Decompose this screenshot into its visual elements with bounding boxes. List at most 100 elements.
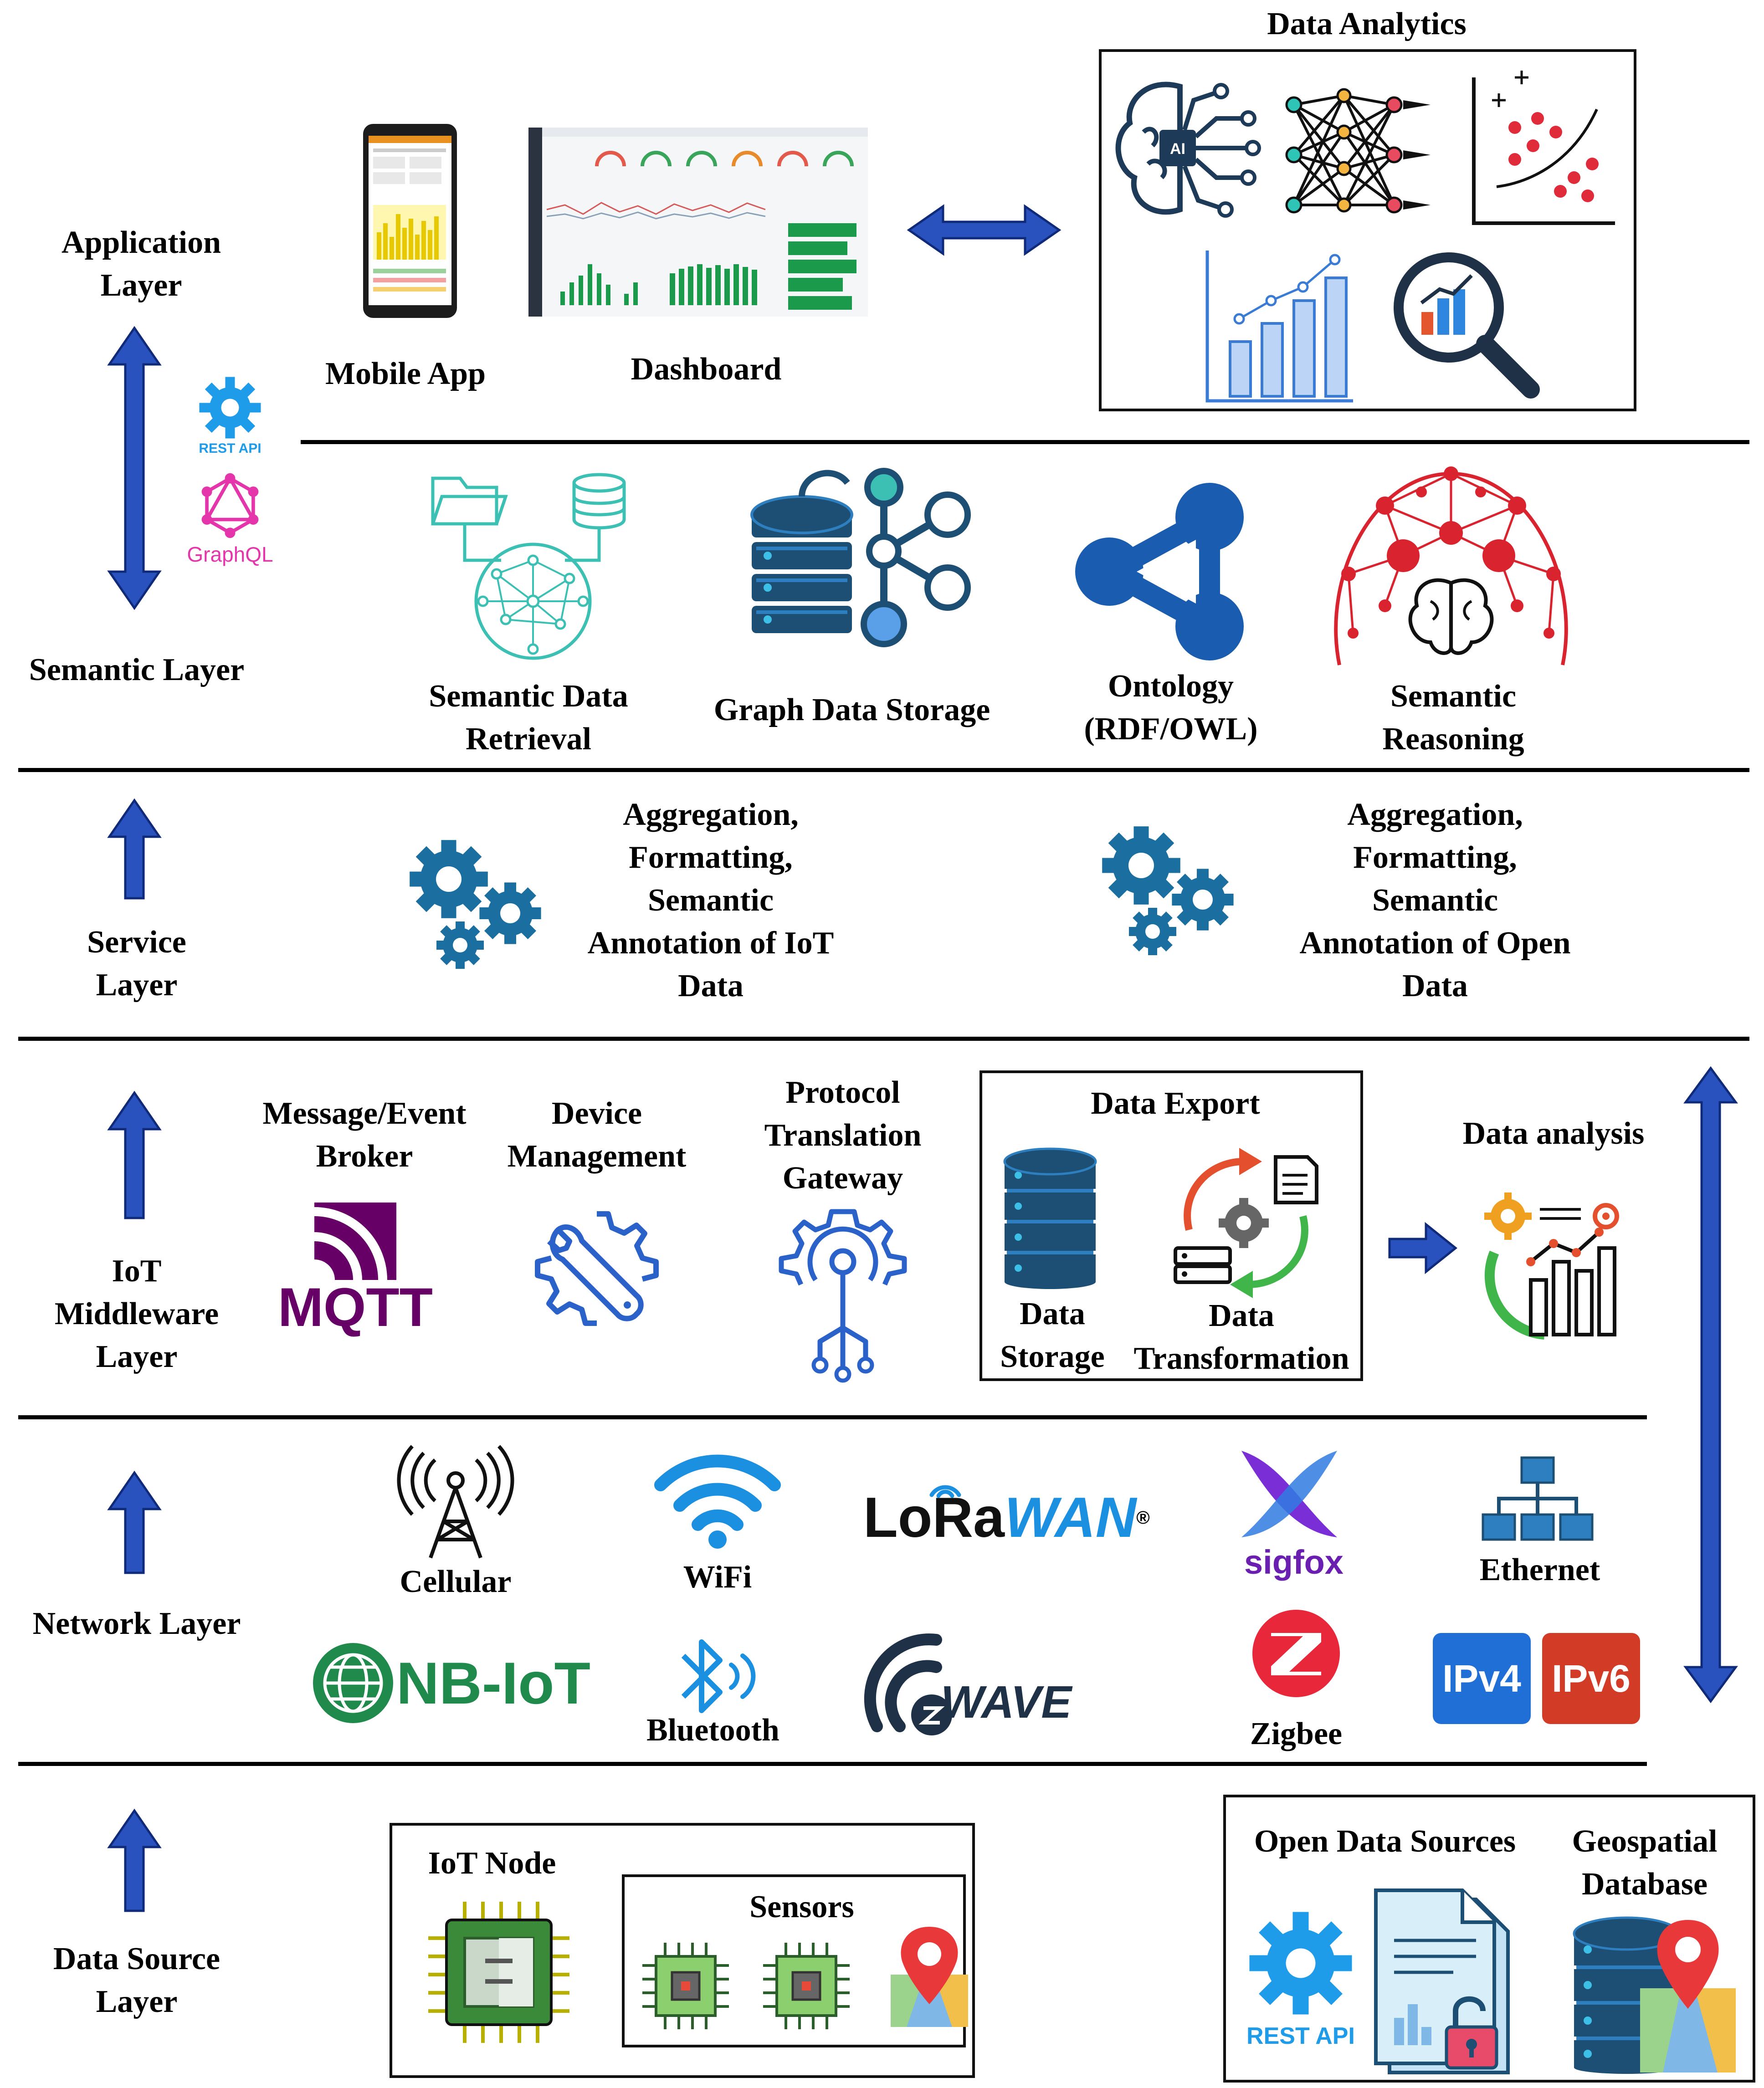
zigbee-logo-icon bbox=[1252, 1610, 1340, 1697]
up-arrow-network bbox=[107, 1470, 162, 1574]
lorawan-wan-text: WAN bbox=[1005, 1486, 1137, 1549]
data-transformation-label: Data Transformation bbox=[1133, 1298, 1349, 1376]
gps-location-icon bbox=[891, 1927, 968, 2027]
separator-middleware-network bbox=[18, 1415, 1647, 1419]
geospatial-label: Geospatial Database bbox=[1572, 1824, 1718, 1902]
data-source-layer-label: Data Source Layer bbox=[53, 1941, 220, 2019]
ai-brain-icon: AI bbox=[1115, 82, 1261, 218]
gears-open-data-icon bbox=[1102, 826, 1234, 955]
cellular-label: Cellular bbox=[400, 1564, 512, 1599]
up-arrow-service bbox=[107, 798, 162, 900]
dashboard-label: Dashboard bbox=[631, 352, 782, 387]
data-analytics-box bbox=[1099, 49, 1636, 411]
data-export-box bbox=[979, 1070, 1363, 1381]
data-storage-icon bbox=[1003, 1147, 1097, 1289]
mobile-app-label: Mobile App bbox=[325, 356, 486, 391]
ai-chip-label: AI bbox=[1170, 140, 1185, 158]
sigfox-label: sigfox bbox=[1244, 1543, 1344, 1581]
double-arrow-dashboard-analytics bbox=[907, 204, 1061, 256]
service-layer-label: Service Layer bbox=[87, 925, 186, 1003]
nbiot-label: NB-IoT bbox=[396, 1650, 590, 1716]
data-export-title: Data Export bbox=[1091, 1086, 1260, 1121]
iot-node-chip-icon bbox=[428, 1902, 569, 2043]
sensor-chip-icon bbox=[763, 1943, 850, 2029]
zwave-label: WAVE bbox=[941, 1677, 1072, 1728]
graph-data-storage-label: Graph Data Storage bbox=[713, 692, 990, 727]
lorawan-logo: LoRaWAN® bbox=[863, 1486, 1164, 1554]
nbiot-globe-icon bbox=[313, 1643, 393, 1723]
double-arrow-right-side bbox=[1683, 1066, 1738, 1704]
ipv6-label: IPv6 bbox=[1552, 1657, 1631, 1700]
ontology-label: Ontology (RDF/OWL) bbox=[1084, 669, 1258, 747]
ethernet-label: Ethernet bbox=[1479, 1552, 1600, 1587]
wifi-icon bbox=[654, 1454, 781, 1549]
up-arrow-middleware bbox=[107, 1090, 162, 1219]
graph-data-storage-icon bbox=[750, 468, 971, 647]
device-management-icon bbox=[535, 1211, 659, 1326]
graphql-label: GraphQL bbox=[187, 542, 273, 566]
data-transformation-icon bbox=[1174, 1148, 1318, 1298]
network-layer-label: Network Layer bbox=[32, 1606, 241, 1641]
mqtt-logo-icon bbox=[314, 1203, 396, 1280]
data-storage-label: Data Storage bbox=[1000, 1296, 1105, 1374]
separator-network-datasource bbox=[18, 1762, 1647, 1766]
scatter-plot-icon bbox=[1472, 71, 1615, 225]
ipv4-label: IPv4 bbox=[1442, 1657, 1521, 1700]
gears-iot-icon bbox=[410, 840, 541, 969]
ipv6-badge: IPv6 bbox=[1542, 1633, 1640, 1724]
wifi-label: WiFi bbox=[683, 1560, 752, 1595]
rest-api-source-label: REST API bbox=[1246, 2023, 1355, 2049]
iot-node-label: IoT Node bbox=[428, 1846, 556, 1881]
open-data-label: Open Data Sources bbox=[1254, 1824, 1516, 1859]
iot-annotation-label: Aggregation, Formatting, Semantic Annota… bbox=[587, 797, 834, 1003]
sensors-label: Sensors bbox=[749, 1889, 854, 1924]
open-data-box bbox=[1223, 1795, 1755, 2083]
graphql-icon bbox=[201, 473, 259, 538]
gear-icon bbox=[199, 377, 261, 439]
neural-network-icon bbox=[1285, 88, 1431, 214]
sensor-chip-icon bbox=[642, 1943, 729, 2029]
separator-service-middleware bbox=[18, 1037, 1749, 1041]
bluetooth-label: Bluetooth bbox=[646, 1713, 779, 1748]
zwave-logo-icon bbox=[864, 1633, 952, 1735]
separator-application-semantic bbox=[301, 440, 1749, 444]
ontology-icon bbox=[1075, 483, 1244, 660]
zigbee-label: Zigbee bbox=[1250, 1716, 1343, 1751]
semantic-retrieval-label: Semantic Data Retrieval bbox=[429, 679, 628, 757]
arrow-export-to-analysis bbox=[1388, 1222, 1458, 1274]
open-data-annotation-label: Aggregation, Formatting, Semantic Annota… bbox=[1299, 797, 1571, 1003]
mqtt-label: MQTT bbox=[278, 1277, 433, 1338]
rest-api-label: REST API bbox=[199, 441, 262, 456]
double-arrow-application-semantic bbox=[107, 326, 162, 610]
protocol-gateway-label: Protocol Translation Gateway bbox=[764, 1075, 922, 1196]
rest-api-gear-icon bbox=[1249, 1912, 1352, 2015]
sensors-box bbox=[622, 1874, 966, 2047]
ipv4-badge: IPv4 bbox=[1433, 1633, 1531, 1724]
semantic-reasoning-label: Semantic Reasoning bbox=[1382, 679, 1524, 757]
semantic-retrieval-icon bbox=[431, 473, 626, 660]
semantic-reasoning-icon bbox=[1334, 466, 1568, 665]
data-analytics-title: Data Analytics bbox=[1267, 6, 1467, 41]
separator-semantic-service bbox=[18, 768, 1749, 772]
protocol-gateway-icon bbox=[779, 1209, 907, 1383]
lorawan-signal-icon bbox=[929, 1485, 961, 1498]
mobile-phone-icon bbox=[363, 124, 457, 318]
broker-label: Message/Event Broker bbox=[262, 1096, 467, 1174]
lorawan-lora-text: LoRa bbox=[863, 1486, 1005, 1549]
middleware-layer-label: IoT Middleware Layer bbox=[54, 1254, 219, 1374]
semantic-layer-label: Semantic Layer bbox=[29, 652, 245, 687]
application-layer-label: Application Layer bbox=[61, 225, 221, 303]
bluetooth-icon bbox=[681, 1639, 756, 1713]
cellular-tower-icon bbox=[397, 1445, 514, 1559]
iot-node-box bbox=[390, 1823, 975, 2078]
ethernet-icon bbox=[1482, 1456, 1594, 1541]
magnifier-analytics-icon bbox=[1394, 252, 1540, 399]
open-data-document-icon bbox=[1374, 1888, 1510, 2074]
device-management-label: Device Management bbox=[507, 1096, 687, 1174]
up-arrow-datasource bbox=[107, 1808, 162, 1912]
lorawan-registered-mark: ® bbox=[1136, 1508, 1150, 1528]
dashboard-icon bbox=[528, 128, 868, 317]
bar-chart-icon bbox=[1205, 251, 1353, 403]
data-analysis-icon bbox=[1484, 1192, 1619, 1340]
geospatial-database-icon bbox=[1573, 1916, 1736, 2074]
